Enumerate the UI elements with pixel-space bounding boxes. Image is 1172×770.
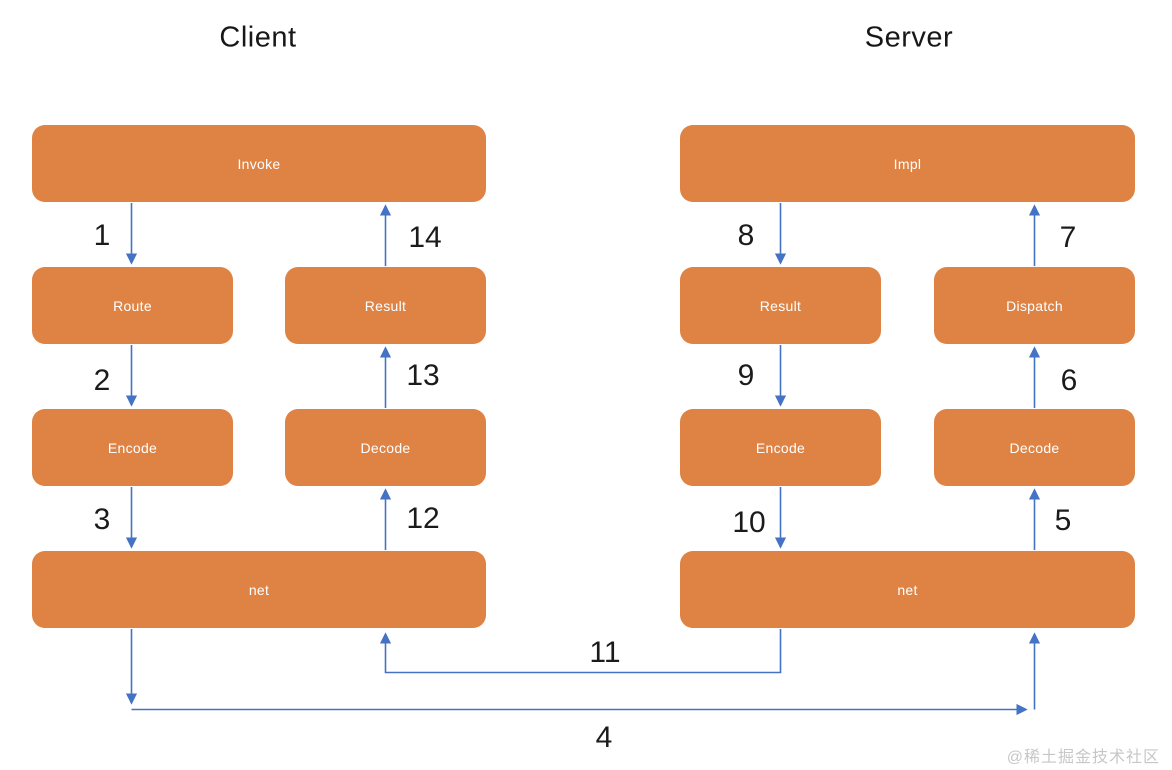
client-invoke-box: Invoke [32,125,486,202]
server-result-box: Result [680,267,881,344]
arrow-step-11 [379,629,782,674]
server-impl-box: Impl [680,125,1135,202]
client-net-label: net [248,581,270,598]
server-net-box: net [680,551,1135,628]
server-decode-box: Decode [934,409,1135,486]
client-encode-label: Encode [107,439,158,456]
server-impl-label: Impl [893,155,922,172]
step-label-6: 6 [1060,364,1078,397]
step-label-7: 7 [1059,221,1077,254]
client-net-box: net [32,551,486,628]
client-route-box: Route [32,267,233,344]
server-encode-label: Encode [755,439,806,456]
server-dispatch-box: Dispatch [934,267,1135,344]
step-label-9: 9 [737,359,755,392]
step-label-11: 11 [589,636,621,669]
step-label-2: 2 [93,364,111,397]
client-invoke-label: Invoke [237,155,281,172]
client-title: Client [219,21,297,54]
step-label-14: 14 [408,221,442,254]
watermark: @稀土掘金技术社区 [1006,749,1160,766]
step-label-13: 13 [406,359,440,392]
server-net-label: net [897,581,918,598]
client-result-box: Result [285,267,486,344]
client-route-label: Route [113,297,152,314]
client-encode-box: Encode [32,409,233,486]
server-encode-box: Encode [680,409,881,486]
client-decode-label: Decode [360,439,411,456]
step-label-5: 5 [1054,504,1072,537]
server-decode-label: Decode [1009,439,1060,456]
server-title: Server [864,21,954,54]
step-label-3: 3 [93,503,111,536]
client-result-label: Result [364,297,407,314]
step-label-10: 10 [732,506,766,539]
step-label-12: 12 [406,502,440,535]
step-label-8: 8 [737,219,755,252]
step-label-1: 1 [93,219,111,252]
step-label-4: 4 [595,721,613,754]
server-dispatch-label: Dispatch [1006,297,1063,314]
server-result-label: Result [759,297,802,314]
client-decode-box: Decode [285,409,486,486]
